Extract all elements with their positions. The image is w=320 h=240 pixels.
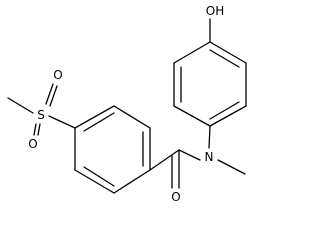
atom-labels: OH S O O O N: [28, 4, 224, 204]
structure-drawing: OH S O O O N: [7, 4, 247, 204]
sulfonyl-oxygen-upper-label: O: [53, 68, 62, 82]
ring1-double-1: [83, 112, 115, 132]
bond-carbonyl-n: [178, 149, 201, 161]
ring1-bond-5: [74, 169, 115, 194]
ring2-bond-1: [209, 105, 247, 127]
bond-methyl-s: [7, 97, 34, 114]
ring2-bond-4: [173, 41, 211, 64]
amide-group: [149, 125, 246, 189]
ring1-double-3: [83, 166, 115, 187]
carbonyl-oxygen-label: O: [171, 190, 180, 204]
bond-s-ring: [48, 115, 76, 129]
bond-s-o-upper-a: [45, 83, 54, 105]
ring2-bond-6: [173, 105, 211, 127]
bond-s-o-lower-b: [37, 123, 41, 136]
bond-s-o-lower-a: [33, 123, 37, 136]
ring2-double-2: [209, 49, 240, 68]
sulfonyl-oxygen-lower-label: O: [28, 137, 37, 151]
molecule-diagram: OH S O O O N: [7, 4, 247, 204]
ring1-bond-4: [113, 169, 151, 194]
bond-n-ring: [208, 125, 211, 149]
hydroxyl-label: OH: [206, 4, 224, 18]
ring2-bond-3: [209, 41, 247, 64]
bond-s-o-upper-b: [49, 85, 58, 107]
bond-ring-carbonyl: [149, 149, 180, 171]
benzoyl-ring: [74, 105, 151, 194]
methylsulfonyl-group: [7, 83, 76, 136]
ring1-bond-2: [113, 105, 151, 129]
ring2-double-1: [209, 101, 240, 120]
sulfur-label: S: [37, 108, 45, 122]
bond-n-methyl: [217, 159, 246, 175]
phenol-ring: [173, 18, 247, 127]
ring1-bond-1: [74, 105, 115, 129]
nitrogen-label: N: [205, 150, 214, 164]
